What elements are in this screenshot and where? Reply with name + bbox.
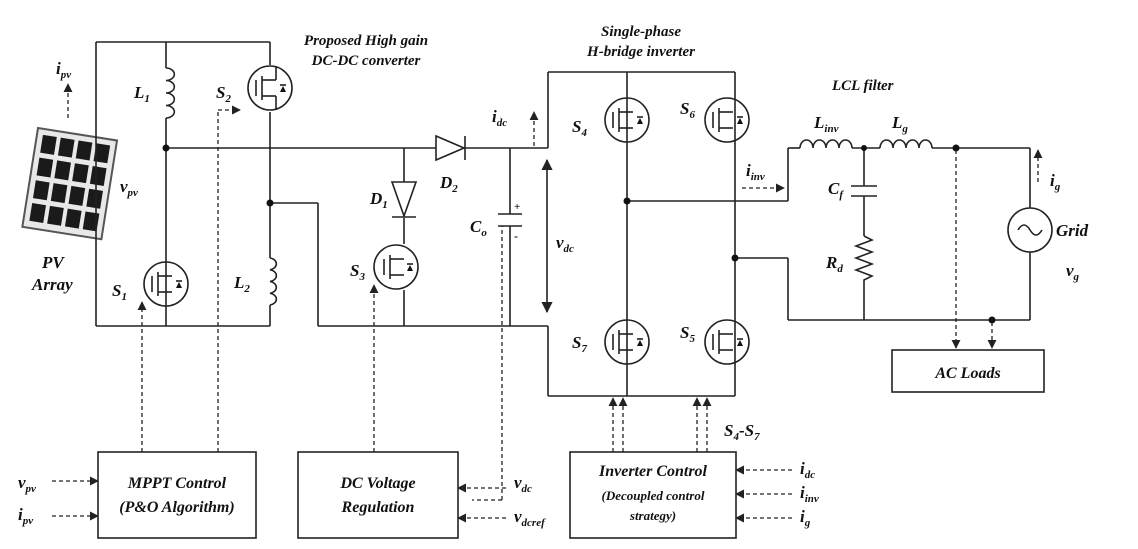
converter-title: Proposed High gain (304, 33, 428, 49)
label-co: Co (470, 217, 487, 239)
inverter-title-2: H-bridge inverter (586, 44, 695, 60)
dc-voltage-regulation-box (297, 451, 459, 539)
label-s3: S3 (350, 261, 365, 283)
capacitor-cf (851, 185, 877, 197)
dcdc-wiring (95, 41, 548, 327)
input-iinv: iinv (800, 483, 819, 505)
inverter-title: Single-phase (601, 24, 681, 40)
input-ig: ig (800, 507, 811, 529)
lcl-filter-title: LCL filter (831, 78, 894, 94)
label-l2: L2 (233, 273, 250, 295)
mppt-subtitle: (P&O Algorithm) (119, 499, 234, 516)
label-cf: Cf (828, 179, 844, 201)
resistor-rd (853, 235, 875, 282)
label-idc: idc (492, 107, 507, 129)
diode-d1 (390, 181, 418, 219)
label-vpv: vpv (120, 177, 138, 199)
pv-array-icon (21, 126, 119, 241)
label-linv: Linv (813, 113, 839, 135)
label-d1: D1 (369, 189, 388, 211)
label-lg: Lg (891, 113, 908, 135)
label-s2: S2 (216, 83, 231, 105)
pv-array-label: PV (41, 253, 65, 272)
label-l1: L1 (133, 83, 150, 105)
label-s6: S6 (680, 99, 695, 121)
svg-text:+: + (514, 201, 520, 213)
label-s4: S4 (572, 117, 587, 139)
mosfet-s2 (247, 65, 293, 111)
inverter-control-subtitle: (Decoupled control (602, 488, 705, 503)
input-ipv: ipv (18, 505, 33, 527)
input-vpv: vpv (18, 473, 36, 495)
mppt-title: MPPT Control (127, 475, 227, 492)
label-vg: vg (1066, 261, 1080, 283)
inverter-control-subtitle-2: strategy) (629, 508, 676, 523)
label-grid: Grid (1056, 221, 1089, 240)
mosfet-s1 (143, 261, 189, 307)
inverter-control-box (569, 451, 737, 539)
mosfet-s6 (704, 97, 750, 143)
hbridge-wiring (547, 71, 1030, 397)
converter-title-2: DC-DC converter (311, 53, 421, 69)
inverter-control-title: Inverter Control (598, 463, 708, 480)
ac-loads-box (891, 349, 1045, 393)
mosfet-s4 (604, 97, 650, 143)
label-s4-s7: S4-S7 (724, 421, 760, 443)
mosfet-s3 (373, 244, 419, 290)
inductor-l2 (269, 257, 278, 306)
input-vdc: vdc (514, 473, 532, 495)
mosfet-s7 (604, 319, 650, 365)
diode-d2 (435, 134, 467, 162)
ac-loads-label: AC Loads (934, 365, 1000, 382)
mosfet-s5 (704, 319, 750, 365)
label-rd: Rd (825, 253, 843, 275)
label-vdc: vdc (556, 233, 574, 255)
label-s7: S7 (572, 333, 587, 355)
dcv-title: DC Voltage (339, 475, 415, 492)
dcv-subtitle: Regulation (341, 499, 415, 516)
svg-text:-: - (514, 229, 518, 243)
mppt-control-box (97, 451, 257, 539)
input-vdcref: vdcref (514, 507, 546, 529)
lcl-wiring (788, 144, 1031, 324)
pv-array-label-2: Array (31, 275, 73, 294)
inductor-linv (799, 139, 853, 149)
label-d2: D2 (439, 173, 458, 195)
grid-source-icon (1007, 207, 1053, 253)
inductor-l1 (165, 67, 176, 119)
label-s1: S1 (112, 281, 127, 303)
label-ig: ig (1050, 171, 1061, 193)
label-s5: S5 (680, 323, 695, 345)
inductor-lg (879, 139, 933, 149)
label-iinv: iinv (746, 161, 765, 183)
input-idc: idc (800, 459, 815, 481)
label-ipv: ipv (56, 59, 71, 81)
